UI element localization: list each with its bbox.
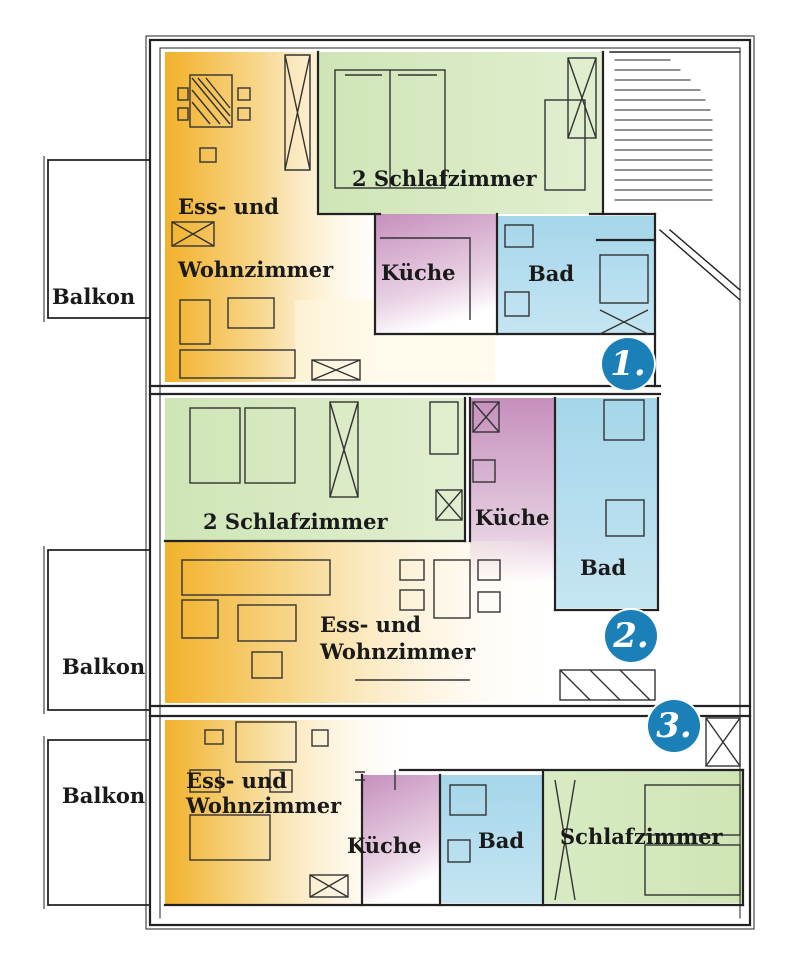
apt3-bedroom-label: Schlafzimmer xyxy=(560,824,723,849)
apt3-bath-fill xyxy=(440,775,543,903)
apt2-living-label-line1: Ess- und xyxy=(320,612,421,637)
apt3-bedroom-fill xyxy=(543,770,743,903)
apt3-kitchen-label: Küche xyxy=(347,833,422,858)
apt1-bedroom-label: 2 Schlafzimmer xyxy=(352,166,537,191)
furniture-lines xyxy=(171,54,741,901)
apt3-balkon-label: Balkon xyxy=(62,783,146,808)
apt3-living-label-line2: Wohnzimmer xyxy=(186,793,342,818)
apt3-fills xyxy=(165,720,743,905)
apt2-living-label-line2: Wohnzimmer xyxy=(320,639,476,664)
apt2-bath-label: Bad xyxy=(580,555,627,580)
apt1-fills xyxy=(165,52,655,382)
apt2-number-badge: 2. xyxy=(605,610,657,662)
apt2-living-fill xyxy=(165,541,565,703)
apt1-bath-fill xyxy=(497,216,655,334)
apt1-living-label-line1: Ess- und xyxy=(178,194,279,219)
apt1-balkon-label: Balkon xyxy=(52,284,136,309)
apt3-bath-label: Bad xyxy=(478,828,525,853)
apt2-bedroom-label: 2 Schlafzimmer xyxy=(203,509,388,534)
balconies xyxy=(43,156,150,909)
apt2-bedroom-fill xyxy=(165,398,465,541)
apt1-bedroom-fill xyxy=(318,52,603,214)
apt2-fills xyxy=(165,398,658,703)
apt1-bath-label: Bad xyxy=(528,261,575,286)
apt2-balkon-label: Balkon xyxy=(62,654,146,679)
apt1-living-label-line2: Wohnzimmer xyxy=(178,257,334,282)
apt2-kitchen-label: Küche xyxy=(475,505,550,530)
apt1-number-badge: 1. xyxy=(602,338,654,390)
apt1-kitchen-label: Küche xyxy=(381,260,456,285)
apt3-kitchen-fill xyxy=(362,775,440,902)
apt1-kitchen-fill xyxy=(375,214,497,334)
apt3-number-badge: 3. xyxy=(648,700,700,752)
wall-lines xyxy=(145,35,755,930)
apt3-living-label-line1: Ess- und xyxy=(186,768,287,793)
